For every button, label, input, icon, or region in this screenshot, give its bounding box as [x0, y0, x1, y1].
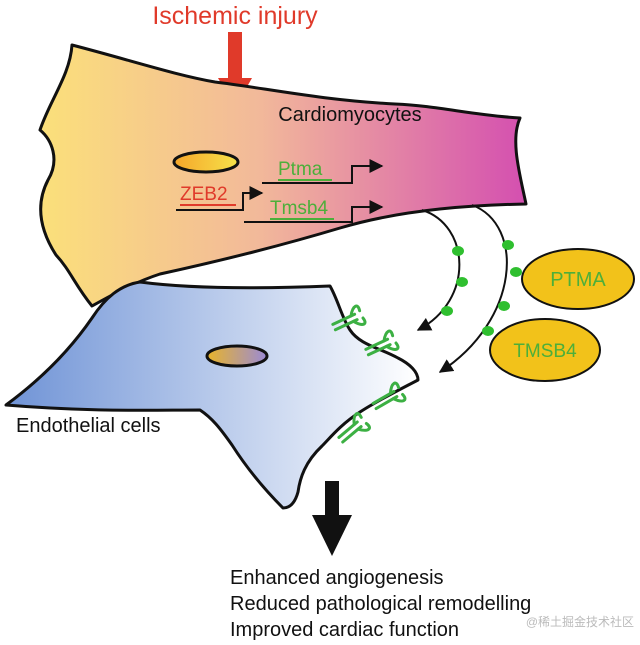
ptma-secretion-path — [416, 209, 461, 331]
zeb2-promoter-arrow — [176, 186, 264, 211]
receptor — [364, 329, 400, 357]
endothelial-nucleus — [205, 344, 269, 368]
secreted-vesicles — [441, 240, 522, 336]
vesicle — [510, 267, 522, 277]
vesicle — [441, 306, 453, 316]
ptma-gene-label: Ptma — [278, 159, 323, 180]
tmsb4-secretion-path — [438, 204, 508, 373]
tmsb4-protein: TMSB4 — [489, 318, 601, 382]
receptor — [337, 412, 371, 444]
endothelial-cell — [4, 280, 420, 510]
cardiomyocytes-label: Cardiomyocytes — [278, 104, 421, 126]
vesicle — [502, 240, 514, 250]
vesicle — [452, 246, 464, 256]
tmsb4-promoter-arrow — [244, 200, 384, 223]
ischemic-injury-label: Ischemic injury — [152, 2, 318, 30]
membrane-receptors — [331, 304, 407, 444]
vesicle — [498, 301, 510, 311]
tmsb4-gene-label: Tmsb4 — [270, 198, 329, 219]
outcome-improved-function: Improved cardiac function — [230, 619, 459, 641]
ptma-promoter-arrow — [262, 159, 384, 184]
watermark: @稀土掘金技术社区 — [526, 614, 634, 629]
receptor — [331, 304, 367, 332]
vesicle — [482, 326, 494, 336]
outcome-arrow — [312, 481, 352, 556]
outcome-reduced-remodelling: Reduced pathological remodelling — [230, 593, 531, 615]
cardiomyocyte-cell — [38, 43, 528, 308]
ptma-protein-label: PTMA — [550, 269, 606, 291]
zeb2-gene-label: ZEB2 — [180, 184, 228, 205]
vesicle — [456, 277, 468, 287]
endothelial-cells-label: Endothelial cells — [16, 415, 161, 437]
tmsb4-protein-label: TMSB4 — [513, 341, 577, 362]
outcome-enhanced-angiogenesis: Enhanced angiogenesis — [230, 567, 444, 589]
cardiomyocyte-nucleus — [172, 150, 240, 174]
receptor — [371, 381, 407, 411]
ptma-protein: PTMA — [521, 248, 635, 310]
